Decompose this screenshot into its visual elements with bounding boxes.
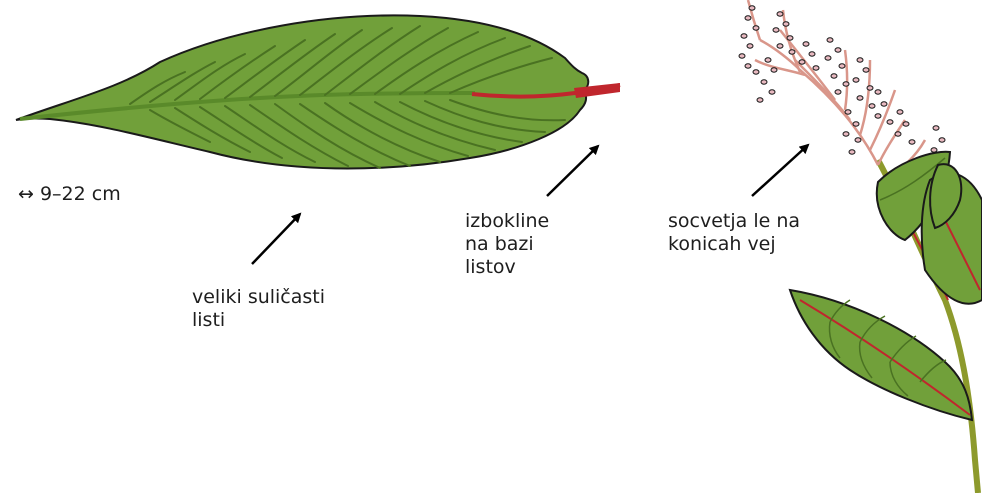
inflorescence-label: socvetja le na konicah vej — [668, 210, 800, 256]
nodes-label: izbokline na bazi listov — [465, 210, 549, 279]
inflorescence-label-line-2: konicah vej — [668, 233, 800, 256]
large-leaf — [16, 15, 620, 168]
arrow-nodes — [547, 146, 598, 196]
inflorescence-label-line-1: socvetja le na — [668, 210, 800, 233]
leaf-size-text: ↔ 9–22 cm — [18, 183, 121, 206]
leaves-label: veliki suličasti listi — [192, 286, 325, 332]
leaf-size-label: ↔ 9–22 cm — [18, 183, 121, 206]
nodes-label-line-2: na bazi — [465, 233, 549, 256]
arrow-leaves — [252, 214, 300, 264]
nodes-label-line-1: izbokline — [465, 210, 549, 233]
leaves-label-line-1: veliki suličasti — [192, 286, 325, 309]
nodes-label-line-3: listov — [465, 256, 549, 279]
arrow-inflorescence — [752, 145, 808, 196]
leaves-label-line-2: listi — [192, 309, 325, 332]
